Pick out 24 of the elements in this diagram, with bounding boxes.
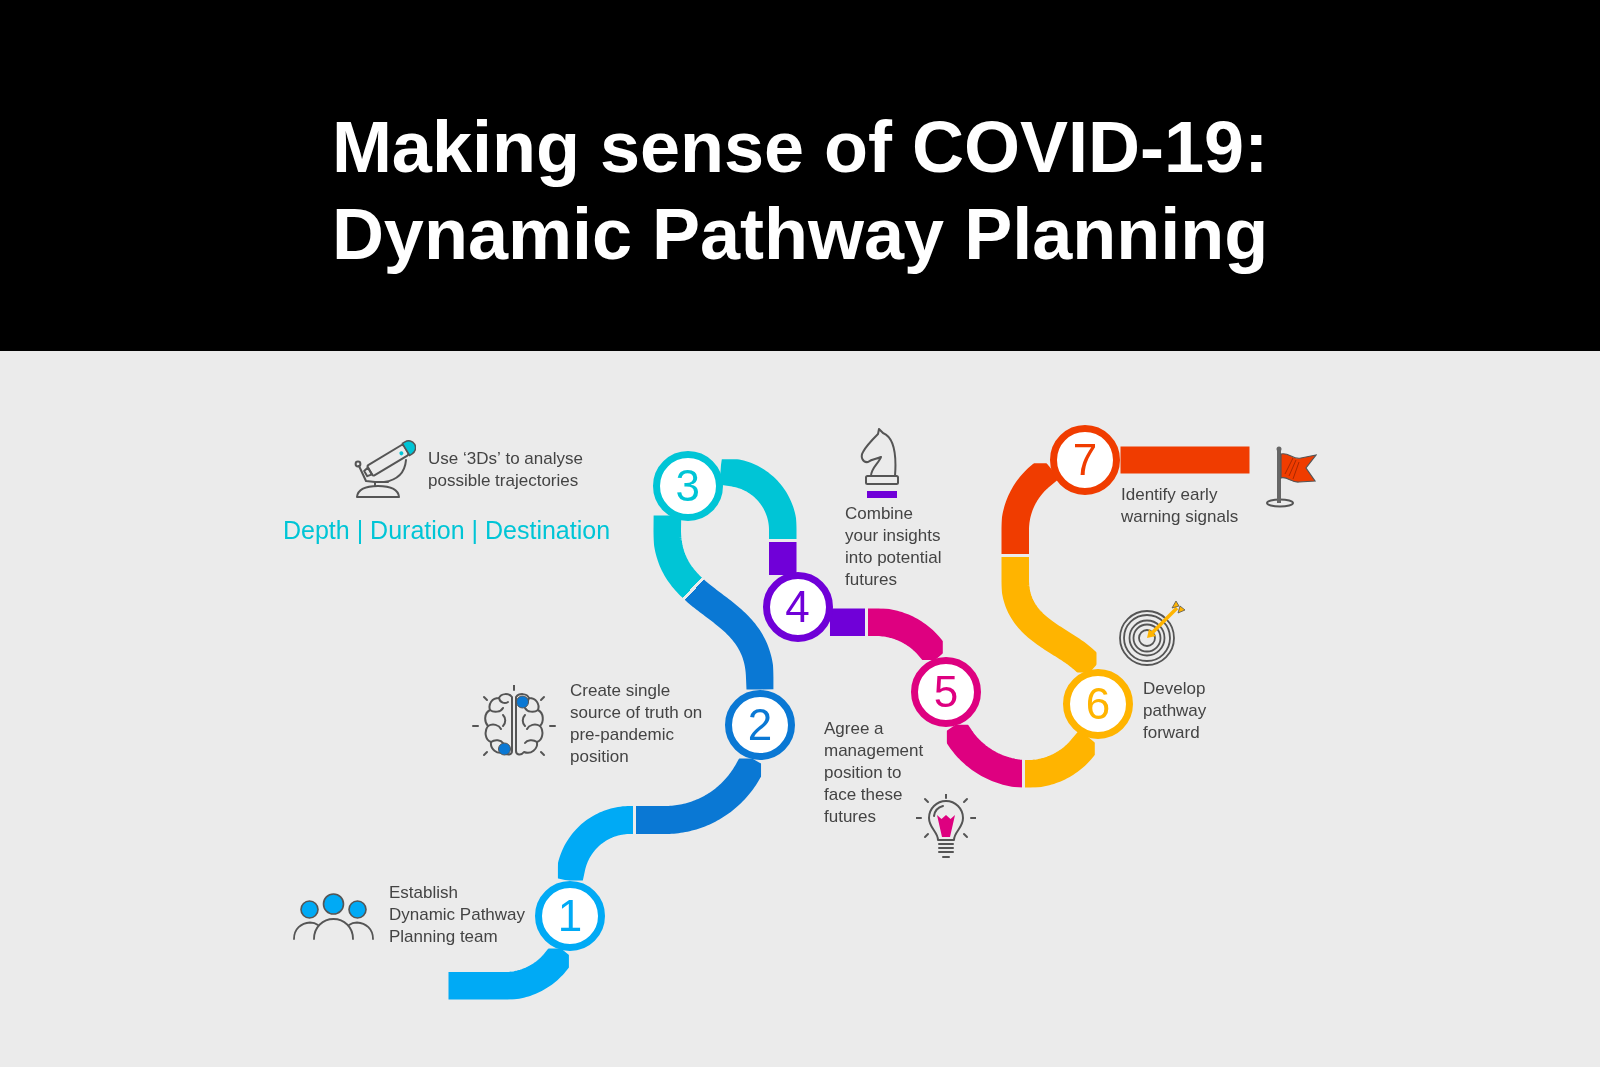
step-description: Use ‘3Ds’ to analyse possible trajectories xyxy=(428,448,584,492)
step-description: Establish Dynamic Pathway Planning team xyxy=(389,882,527,948)
road-connector xyxy=(557,758,762,881)
dimensions-label: Depth | Duration | Destination xyxy=(283,515,611,545)
step-description: Identify early warning signals xyxy=(1121,484,1240,528)
road-connector xyxy=(1001,463,1097,673)
road-connector xyxy=(1120,446,1250,474)
road-connector xyxy=(653,515,774,690)
step-number: 6 xyxy=(1085,681,1111,727)
road-connector xyxy=(946,724,1095,788)
road-connector xyxy=(448,948,569,1000)
title: Making sense of COVID-19: Dynamic Pathway Planning xyxy=(330,106,1270,276)
road-connector xyxy=(829,608,943,661)
step-number: 5 xyxy=(933,669,959,715)
step-number: 4 xyxy=(785,584,810,631)
step-number: 1 xyxy=(557,893,583,939)
step-description: Combine your insights into potential futures xyxy=(845,503,943,591)
step-number: 2 xyxy=(747,702,773,748)
step-description: Create single source of truth on pre-pandemic position xyxy=(570,680,704,768)
step-description: Agree a management position to face these futures xyxy=(824,718,925,828)
step-description: Develop pathway forward xyxy=(1143,678,1208,744)
road-connector xyxy=(720,459,797,576)
step-number: 7 xyxy=(1072,437,1098,483)
step-number: 3 xyxy=(675,462,700,509)
